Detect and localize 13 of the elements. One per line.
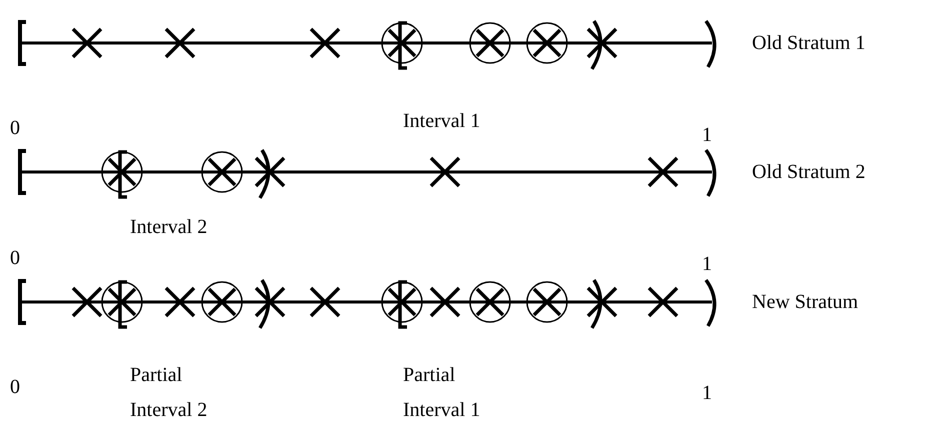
tick-label: 0 [10,116,20,141]
tick-label: 1 [702,252,712,277]
stratum-label: New Stratum [752,290,858,315]
tick-label: 0 [10,375,20,400]
interval-label: Partial Interval 2 [130,363,208,423]
tick-label: 1 [702,123,712,148]
tick-label: 1 [702,381,712,406]
stratum-label: Old Stratum 2 [752,160,866,185]
interval-label: Interval 1 [403,109,480,134]
interval-label: Partial Interval 1 [403,363,482,423]
interval-label: Interval 2 [130,215,208,240]
tick-label: 0 [10,246,20,271]
stratum-label: Old Stratum 1 [752,31,866,56]
